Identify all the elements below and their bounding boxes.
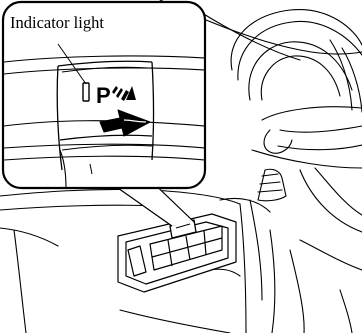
callout-label: Indicator light xyxy=(10,13,104,32)
callout-box: P Indicator light xyxy=(3,2,205,188)
parking-sensor-indicator-icon xyxy=(83,83,89,101)
parking-sensor-letter: P xyxy=(96,83,111,108)
